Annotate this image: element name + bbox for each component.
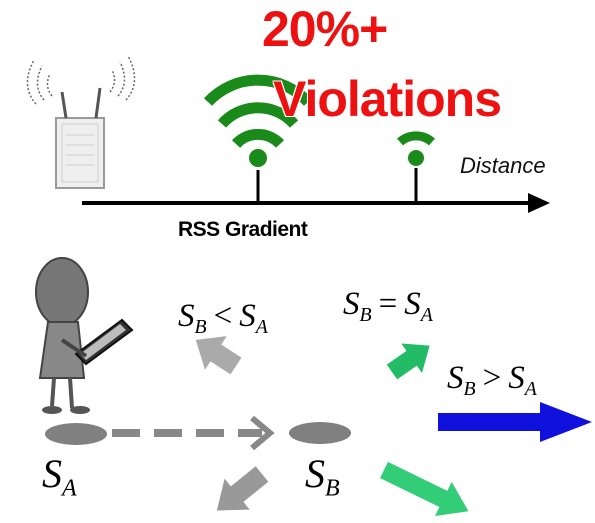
relation-equal: SB=SA [343, 286, 433, 327]
relation-rhs-subscript: A [524, 377, 537, 400]
position-b-marker [289, 422, 351, 444]
wifi-icon [203, 74, 313, 167]
relation-rhs-subscript: A [255, 315, 268, 338]
relation-lhs: S [178, 298, 195, 334]
distance-axis [82, 168, 550, 213]
movement-arrow [112, 415, 275, 451]
blue-arrow [438, 402, 592, 442]
position-a-subscript: A [62, 475, 77, 502]
violations-label: Violations [273, 71, 502, 127]
distance-label: Distance [460, 153, 546, 178]
relation-operator: = [378, 286, 398, 322]
relation-lhs: S [447, 360, 464, 396]
relation-less-than: SB<SA [178, 298, 268, 339]
relation-greater-than: SB>SA [447, 360, 537, 401]
access-point-icon [26, 55, 136, 189]
green-arrow-down [380, 461, 469, 517]
relation-lhs-subscript: B [359, 303, 372, 326]
person-with-tablet-icon [35, 257, 134, 414]
relation-rhs: S [404, 286, 421, 322]
position-a-label: SA [42, 450, 77, 502]
position-b-subscript: B [325, 475, 340, 502]
violation-percent: 20%+ [262, 1, 388, 57]
relation-operator: < [213, 298, 233, 334]
wifi-icon [397, 131, 435, 166]
position-a-marker [45, 423, 107, 445]
relation-rhs-subscript: A [420, 303, 433, 326]
relation-rhs: S [508, 360, 525, 396]
relation-lhs-subscript: B [194, 315, 207, 338]
relation-lhs: S [343, 286, 360, 322]
green-arrow-up [386, 343, 430, 380]
relation-rhs: S [239, 298, 256, 334]
position-b-label: SB [305, 450, 340, 502]
relation-operator: > [482, 360, 502, 396]
gray-arrow-down [216, 466, 269, 511]
rss-gradient-label: RSS Gradient [178, 218, 308, 241]
gray-arrow-up [195, 336, 242, 375]
position-b-symbol: S [305, 451, 325, 496]
position-a-symbol: S [42, 451, 62, 496]
relation-lhs-subscript: B [463, 377, 476, 400]
